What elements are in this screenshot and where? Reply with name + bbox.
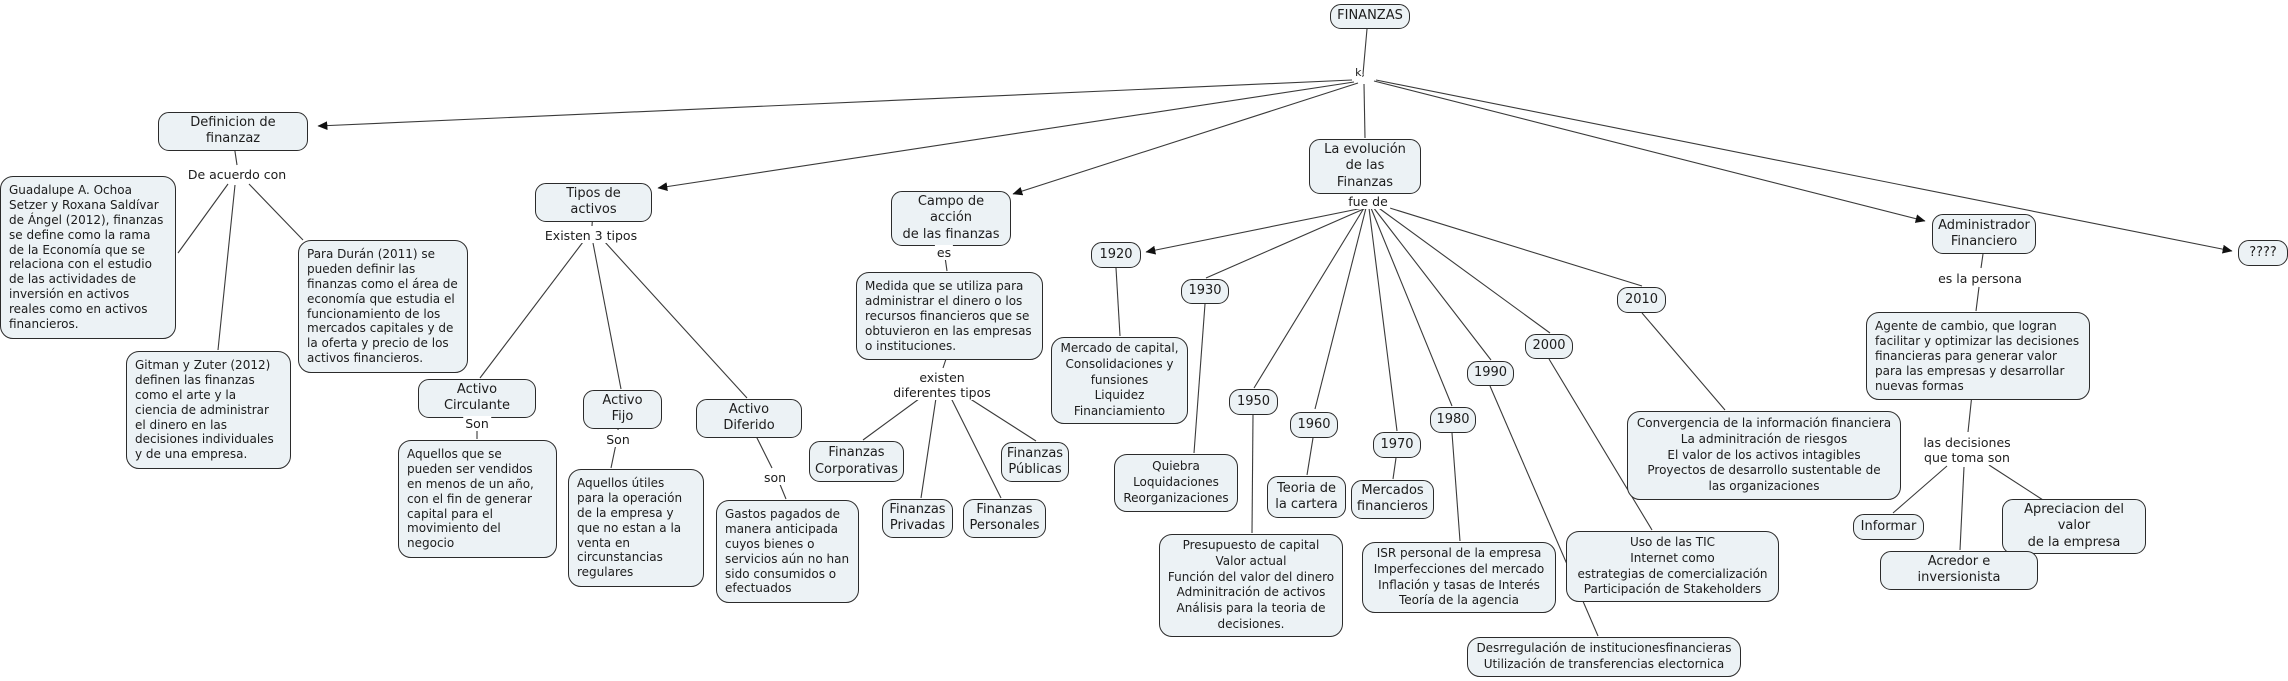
node-year-1950[interactable]: 1950 [1229, 389, 1278, 415]
link-label-las-decisiones[interactable]: las decisiones que toma son [1921, 435, 2013, 465]
link-label-son-fijo[interactable]: Son [604, 432, 632, 447]
node-definicion-duran[interactable]: Para Durán (2011) se pueden definir las … [298, 240, 468, 373]
node-apreciacion-valor[interactable]: Apreciacion del valor de la empresa [2002, 499, 2146, 554]
node-unknown[interactable]: ???? [2238, 240, 2288, 266]
node-desc-campo-medida[interactable]: Medida que se utiliza para administrar e… [856, 272, 1043, 361]
node-desc-administrador[interactable]: Agente de cambio, que logran facilitar y… [1866, 312, 2090, 401]
link-label-es-la-persona[interactable]: es la persona [1936, 271, 2024, 286]
node-desc-1980[interactable]: ISR personal de la empresa Imperfeccione… [1362, 542, 1556, 614]
node-year-2010[interactable]: 2010 [1617, 287, 1666, 313]
node-desc-1920[interactable]: Mercado de capital, Consolidaciones y fu… [1051, 337, 1188, 425]
node-finanzas-corporativas[interactable]: Finanzas Corporativas [809, 441, 904, 482]
node-definicion-guadalupe[interactable]: Guadalupe A. Ochoa Setzer y Roxana Saldí… [0, 176, 176, 339]
node-desc-activo-fijo[interactable]: Aquellos útiles para la operación de la … [568, 469, 704, 588]
node-desc-activo-circulante[interactable]: Aquellos que se pueden ser vendidos en m… [398, 440, 557, 559]
node-finanzas-privadas[interactable]: Finanzas Privadas [882, 499, 953, 538]
node-desc-1950[interactable]: Presupuesto de capital Valor actual Func… [1159, 534, 1343, 637]
link-label-son-diferido[interactable]: son [761, 470, 789, 485]
node-campo-de-accion[interactable]: Campo de acción de las finanzas [891, 191, 1011, 246]
node-administrador-financiero[interactable]: Administrador Financiero [1932, 214, 2036, 254]
node-tipos-de-activos[interactable]: Tipos de activos [535, 183, 652, 222]
node-evolucion-finanzas[interactable]: La evolución de las Finanzas [1309, 139, 1421, 194]
link-label-es[interactable]: es [934, 245, 954, 260]
node-desc-activo-diferido[interactable]: Gastos pagados de manera anticipada cuyo… [716, 500, 859, 604]
link-label-existen-3-tipos[interactable]: Existen 3 tipos [542, 228, 640, 243]
node-year-1980[interactable]: 1980 [1430, 407, 1476, 433]
link-label-existen-diferentes-tipos[interactable]: existen diferentes tipos [891, 370, 993, 400]
node-finanzas-publicas[interactable]: Finanzas Públicas [1001, 442, 1069, 482]
node-definicion-de-finanzas[interactable]: Definicion de finanzaz [158, 112, 308, 151]
node-activo-circulante[interactable]: Activo Circulante [418, 379, 536, 418]
node-definicion-gitman[interactable]: Gitman y Zuter (2012) definen las finanz… [126, 351, 291, 470]
node-year-1990[interactable]: 1990 [1467, 361, 1514, 386]
node-desc-1970[interactable]: Mercados financieros [1351, 480, 1434, 519]
node-year-1960[interactable]: 1960 [1290, 412, 1338, 438]
link-label-hub[interactable]: k, [1355, 66, 1365, 79]
link-label-son-circulante[interactable]: Son [463, 416, 491, 431]
node-finanzas[interactable]: FINANZAS [1330, 4, 1410, 29]
node-activo-diferido[interactable]: Activo Diferido [696, 399, 802, 438]
link-label-fue-de[interactable]: fue de [1346, 194, 1390, 209]
node-activo-fijo[interactable]: Activo Fijo [583, 390, 662, 429]
node-acredor-inversionista[interactable]: Acredor e inversionista [1880, 551, 2038, 590]
link-label-de-acuerdo-con[interactable]: De acuerdo con [185, 167, 289, 182]
node-desc-1930[interactable]: Quiebra Loquidaciones Reorganizaciones [1114, 454, 1238, 512]
node-year-1970[interactable]: 1970 [1373, 432, 1421, 458]
node-desc-2000[interactable]: Uso de las TIC Internet como estrategias… [1566, 531, 1779, 603]
node-desc-1990[interactable]: Desrregulación de institucionesfinancier… [1467, 637, 1741, 677]
node-finanzas-personales[interactable]: Finanzas Personales [963, 499, 1046, 538]
node-informar[interactable]: Informar [1853, 514, 1924, 540]
node-desc-1960[interactable]: Teoria de la cartera [1267, 476, 1346, 518]
node-year-2000[interactable]: 2000 [1525, 334, 1573, 359]
node-year-1920[interactable]: 1920 [1091, 242, 1141, 268]
node-desc-2010[interactable]: Convergencia de la información financier… [1627, 411, 1901, 500]
node-year-1930[interactable]: 1930 [1181, 279, 1229, 304]
